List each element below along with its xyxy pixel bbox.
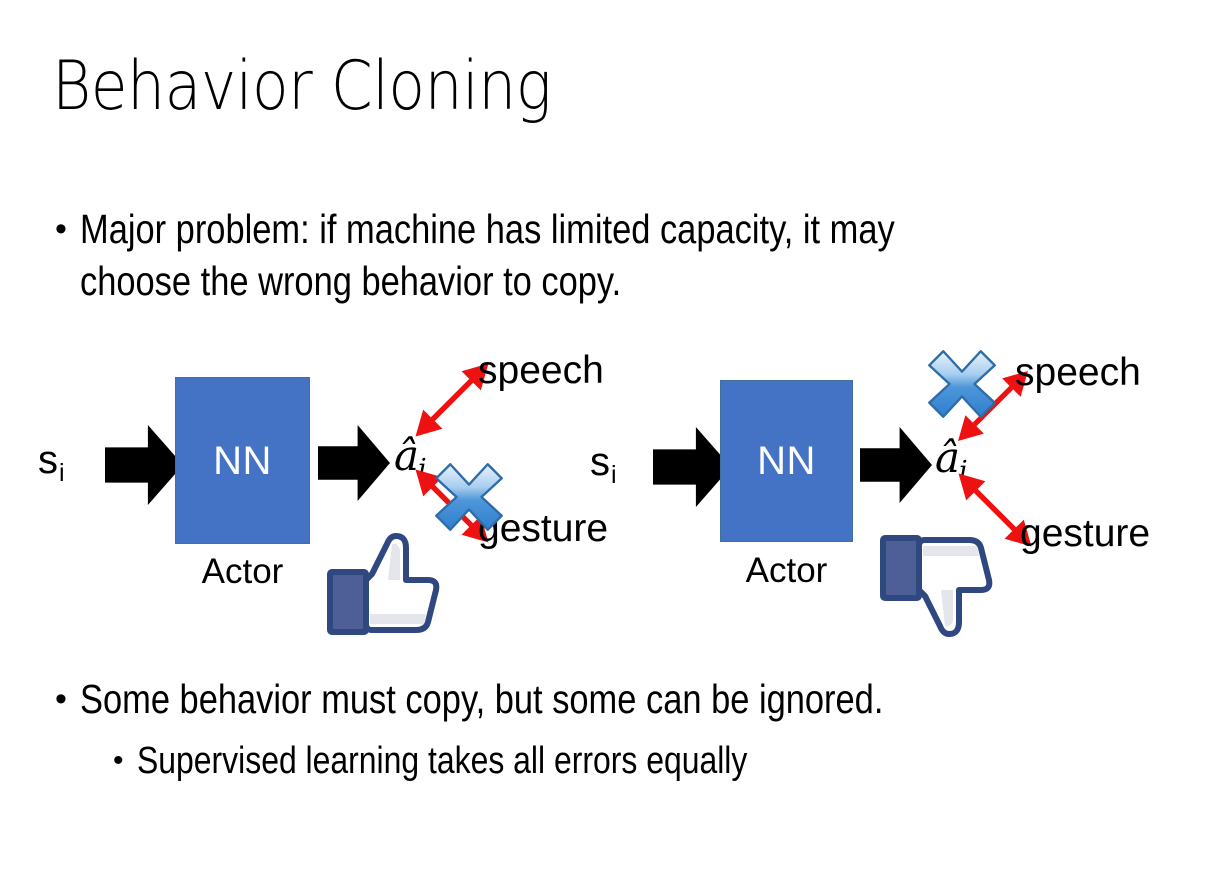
branch-label-speech-left: speech	[478, 349, 604, 392]
state-subscript: i	[59, 459, 65, 487]
output-label-right: âi	[935, 433, 968, 488]
output-arrow-right	[860, 427, 932, 503]
state-label-right: si	[590, 440, 617, 489]
output-label-left: âi	[394, 431, 427, 486]
thumbs-down-icon	[880, 535, 993, 637]
branch-arrow-speech-left	[415, 363, 489, 437]
nn-box-left: NN	[175, 377, 310, 544]
page-title: Behavior Cloning	[52, 47, 552, 126]
actor-caption-right: Actor	[745, 551, 828, 590]
output-subscript: i	[418, 454, 427, 486]
state-label-left: si	[38, 438, 65, 487]
output-subscript: i	[959, 456, 968, 488]
nn-box-label: NN	[213, 438, 272, 483]
branch-label-gesture-right: gesture	[1020, 512, 1151, 555]
diagram-wrong-case: si NN Actor âi speech	[565, 340, 1165, 637]
bullet-supervised-learning: • Supervised learning takes all errors e…	[113, 735, 1173, 787]
state-subscript: i	[611, 461, 617, 489]
branch-arrow-gesture-right	[958, 473, 1032, 547]
diagram-correct-case: si NN Actor âi speech	[10, 340, 610, 635]
bullet-marker-icon: •	[55, 210, 67, 248]
output-arrow-left	[318, 425, 390, 501]
bullet-marker-icon: •	[113, 744, 124, 777]
cross-mark-icon-gesture	[435, 463, 503, 531]
bullet-major-problem-text: Major problem: if machine has limited ca…	[79, 206, 895, 304]
cross-mark-icon-speech	[928, 350, 996, 418]
branch-label-speech-right: speech	[1015, 351, 1141, 394]
thumbs-up-icon	[327, 533, 440, 635]
bullet-major-problem: • Major problem: if machine has limited …	[55, 203, 1175, 307]
actor-caption-left: Actor	[201, 552, 284, 591]
nn-box-right: NN	[720, 380, 853, 542]
input-arrow-left	[105, 425, 183, 505]
bullet-some-behavior-text: Some behavior must copy, but some can be…	[79, 676, 884, 722]
bullet-marker-icon: •	[55, 680, 67, 718]
bullet-some-behavior: • Some behavior must copy, but some can …	[55, 673, 1175, 725]
bullet-supervised-learning-text: Supervised learning takes all errors equ…	[136, 740, 747, 782]
nn-box-label: NN	[757, 439, 816, 483]
